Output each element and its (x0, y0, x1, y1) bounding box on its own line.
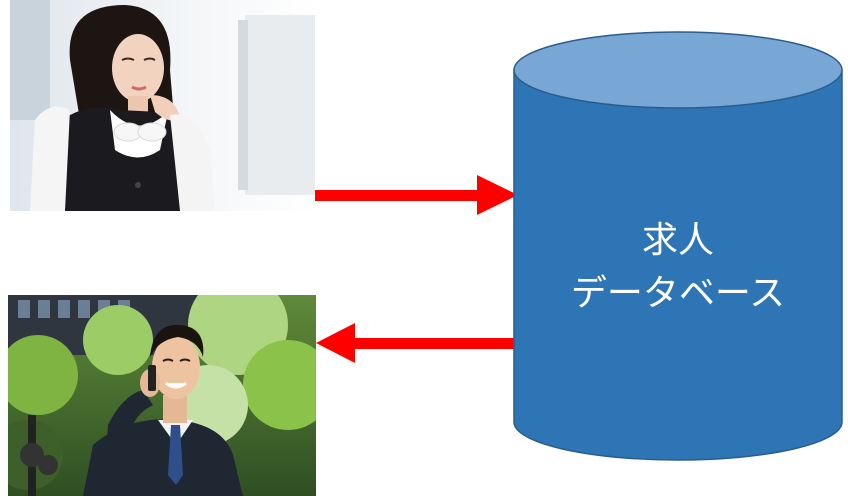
woman-at-computer-photo (10, 0, 315, 211)
arrow-to-database (315, 175, 518, 215)
database-label-line1: 求人 (642, 220, 714, 261)
database-label-line2: データベース (571, 273, 785, 314)
database-cylinder: 求人 データベース (513, 31, 843, 461)
businessman-on-phone-photo (8, 295, 316, 496)
arrow-from-database (316, 323, 518, 363)
